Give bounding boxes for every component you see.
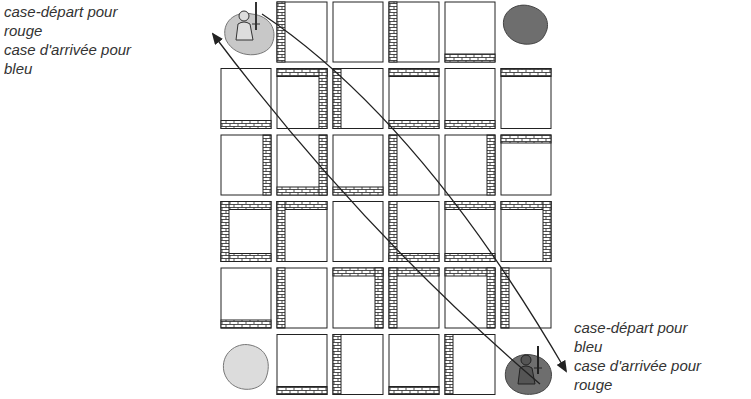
brick-wall xyxy=(221,121,271,129)
brick-wall xyxy=(445,54,495,62)
board-tile xyxy=(389,335,439,395)
brick-wall xyxy=(277,268,285,328)
board-tile xyxy=(389,202,439,262)
blue-knight xyxy=(518,346,542,384)
board-tile xyxy=(277,268,327,328)
brick-wall xyxy=(501,69,551,77)
brick-wall xyxy=(319,69,327,129)
annotation-label: case d'arrivée pour rouge xyxy=(574,356,708,394)
board-tile xyxy=(501,69,551,129)
board-tile xyxy=(221,135,271,195)
board-tile xyxy=(445,335,495,395)
brick-wall xyxy=(333,187,383,195)
blue-path-arrow xyxy=(213,34,540,384)
brick-wall xyxy=(277,2,285,62)
board-tile xyxy=(333,335,383,395)
board-tile xyxy=(333,202,383,262)
red-start-blob xyxy=(225,13,274,55)
board-tile xyxy=(277,335,327,395)
brick-wall xyxy=(389,2,397,62)
red-knight xyxy=(236,2,260,40)
brick-wall xyxy=(487,268,495,328)
board-tile xyxy=(501,135,551,195)
annotation-label: case-départ pour bleu xyxy=(574,318,708,356)
board-tile xyxy=(277,69,327,129)
brick-wall xyxy=(389,387,439,395)
brick-wall xyxy=(277,387,327,395)
board-tiles xyxy=(221,2,551,395)
board-tile xyxy=(445,135,495,195)
board-tile xyxy=(445,268,495,328)
board-tile xyxy=(333,2,383,62)
board-tile xyxy=(389,69,439,129)
brick-wall xyxy=(389,121,439,129)
brick-wall xyxy=(375,268,383,328)
board-tile xyxy=(445,202,495,262)
brick-wall xyxy=(445,121,495,129)
board-tile xyxy=(221,202,271,262)
brick-wall xyxy=(221,202,229,262)
red-path-arrow xyxy=(262,14,566,371)
brick-wall xyxy=(333,69,341,129)
board-tile xyxy=(501,202,551,262)
brick-wall xyxy=(445,254,495,262)
board-tile xyxy=(445,2,495,62)
annotation-label: case d'arrivée pour bleu xyxy=(4,40,156,78)
board-tile xyxy=(445,69,495,129)
board-tile xyxy=(389,268,439,328)
corner-blob xyxy=(223,345,268,390)
brick-wall xyxy=(389,135,397,195)
board-tile xyxy=(333,135,383,195)
brick-wall xyxy=(501,135,551,143)
brick-wall xyxy=(543,202,551,262)
board-tile xyxy=(221,268,271,328)
brick-wall xyxy=(487,135,495,195)
brick-wall xyxy=(333,335,341,395)
board-tile xyxy=(389,135,439,195)
board-tile xyxy=(277,202,327,262)
board-tile xyxy=(333,268,383,328)
label-group: case-départ pour rougecase d'arrivée pou… xyxy=(4,2,156,78)
corner-blob xyxy=(503,5,547,44)
brick-wall xyxy=(389,69,439,77)
board-tile xyxy=(277,2,327,62)
brick-wall xyxy=(221,320,271,328)
annotation-label: case-départ pour rouge xyxy=(4,2,156,40)
brick-wall xyxy=(263,135,271,195)
board-tile xyxy=(501,268,551,328)
board-tile xyxy=(333,69,383,129)
brick-wall xyxy=(445,335,453,395)
brick-wall xyxy=(319,135,327,195)
brick-wall xyxy=(277,202,285,262)
board-tile xyxy=(389,2,439,62)
brick-wall xyxy=(445,202,495,210)
label-group: case-départ pour bleucase d'arrivée pour… xyxy=(574,318,708,394)
brick-wall xyxy=(389,268,397,328)
brick-wall xyxy=(389,202,397,262)
